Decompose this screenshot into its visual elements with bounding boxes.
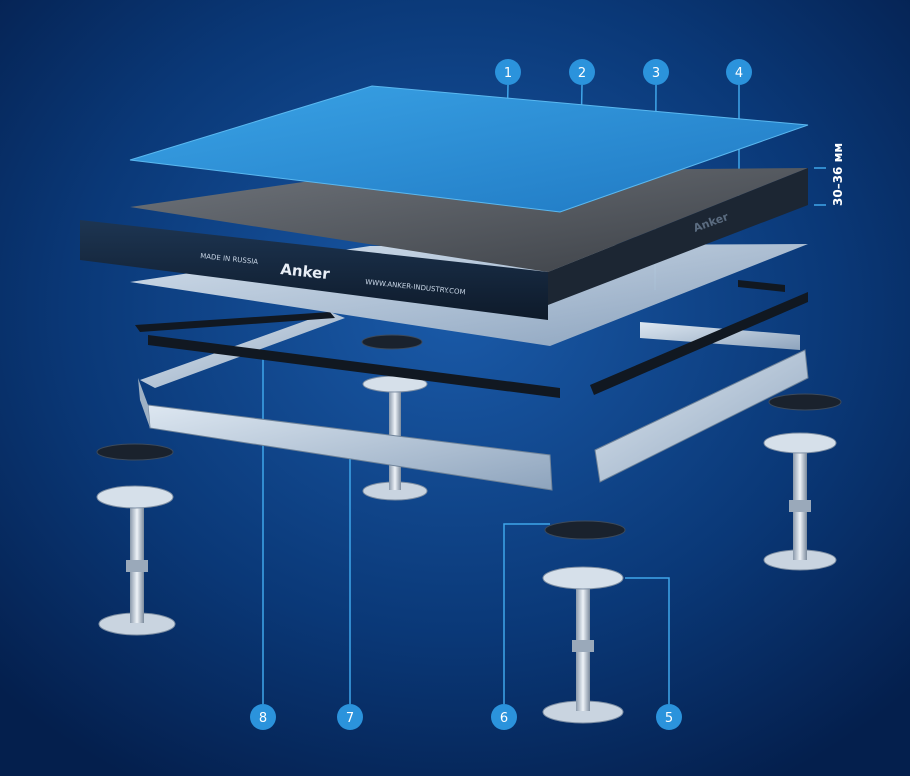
marker-1: 1	[495, 59, 521, 85]
brand-logo: Anker	[280, 260, 332, 283]
floor-panel: MADE IN RUSSIA Anker WWW.ANKER-INDUSTRY.…	[80, 168, 808, 320]
pedestal-right	[763, 432, 837, 571]
svg-text:4: 4	[735, 66, 743, 81]
thickness-label: 30–36 мм	[831, 143, 845, 206]
svg-text:1: 1	[504, 66, 512, 81]
svg-text:5: 5	[665, 711, 673, 726]
marker-4: 4	[726, 59, 752, 85]
pedestal-left	[96, 485, 176, 636]
marker-8: 8	[250, 704, 276, 730]
marker-2: 2	[569, 59, 595, 85]
marker-5: 5	[656, 704, 682, 730]
top-covering-tile	[129, 85, 809, 213]
thickness-dimension: 30–36 мм	[814, 143, 845, 206]
pedestal-front	[542, 566, 624, 724]
pedestal-gaskets	[96, 334, 842, 540]
marker-7: 7	[337, 704, 363, 730]
pedestal-back	[362, 375, 428, 501]
svg-text:7: 7	[346, 711, 354, 726]
gasket-strips	[135, 280, 808, 398]
svg-text:8: 8	[259, 711, 267, 726]
svg-text:6: 6	[500, 711, 508, 726]
svg-text:3: 3	[652, 66, 660, 81]
svg-text:2: 2	[578, 66, 586, 81]
marker-3: 3	[643, 59, 669, 85]
marker-6: 6	[491, 704, 517, 730]
